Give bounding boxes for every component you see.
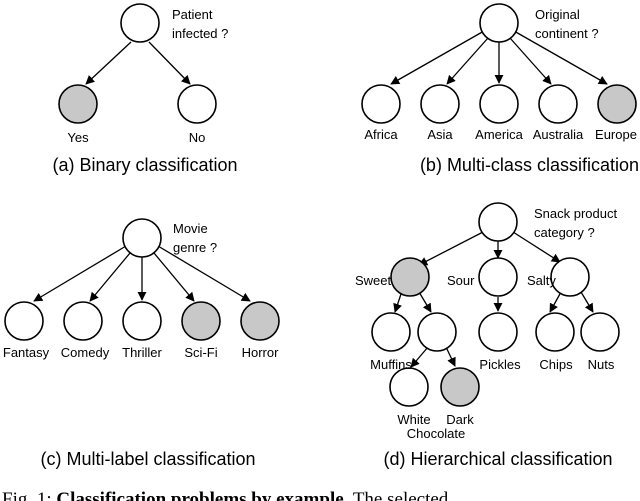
label-scifi: Sci-Fi: [184, 345, 217, 360]
panel-multilabel: Movie genre ? Fantasy Comedy Thriller Sc…: [3, 218, 280, 469]
label-europe: Europe: [595, 127, 637, 142]
label-pickles: Pickles: [479, 357, 521, 372]
question-line-2: infected ?: [172, 26, 228, 41]
question-line-1: Original: [535, 7, 580, 22]
edge-root-africa: [390, 30, 485, 85]
node-america: [479, 84, 519, 124]
label-horror: Horror: [242, 345, 280, 360]
label-nuts: Nuts: [588, 357, 615, 372]
label-america: America: [475, 127, 523, 142]
label-chocolate: Chocolate: [407, 426, 466, 441]
edge-root-australia: [509, 37, 552, 85]
panel-hierarchical: Snack product category ? Sweet Sour Salt…: [355, 202, 620, 469]
node-nuts: [580, 312, 620, 352]
node-comedy: [63, 301, 103, 341]
edge-chocolate-white: [410, 346, 429, 368]
caption-c: (c) Multi-label classification: [40, 449, 255, 469]
edge-salty-nuts: [580, 291, 594, 313]
node-horror: [240, 301, 280, 341]
label-dark: Dark: [446, 412, 474, 427]
edge-sweet-muffins: [393, 293, 402, 313]
caption-a: (a) Binary classification: [52, 155, 237, 175]
node-europe: [597, 84, 637, 124]
node-fantasy: [4, 301, 44, 341]
node-salty: [550, 257, 590, 297]
edge-salty-chips: [549, 291, 562, 313]
root-node: [122, 218, 162, 258]
node-pickles: [478, 312, 518, 352]
question-line-1: Patient: [172, 7, 213, 22]
edge-root-salty: [512, 231, 561, 263]
label-muffins: Muffins: [370, 357, 412, 372]
edge-root-yes: [85, 41, 132, 85]
edge-root-asia: [446, 37, 489, 85]
label-africa: Africa: [364, 127, 398, 142]
figure-caption: Fig. 1: Classification problems by examp…: [2, 489, 449, 501]
question-line-1: Movie: [173, 221, 208, 236]
edge-chocolate-dark: [445, 346, 456, 367]
node-thriller: [122, 301, 162, 341]
label-fantasy: Fantasy: [3, 345, 50, 360]
question-line-2: continent ?: [535, 26, 599, 41]
node-yes: [58, 84, 98, 124]
caption-b: (b) Multi-class classification: [420, 155, 639, 175]
panel-binary: Patient infected ? Yes No (a) Binary cla…: [52, 3, 238, 175]
label-comedy: Comedy: [61, 345, 110, 360]
edge-root-scifi: [153, 252, 195, 302]
node-sour: [478, 257, 518, 297]
panel-multiclass: Original continent ? Africa Asia America…: [361, 3, 639, 175]
edge-root-comedy: [89, 252, 131, 302]
node-scifi: [181, 301, 221, 341]
question-line-2: category ?: [534, 225, 595, 240]
node-sweet: [390, 257, 430, 297]
figure-caption-prefix: Fig. 1:: [2, 489, 56, 501]
node-no: [177, 84, 217, 124]
root-node: [479, 3, 519, 43]
question-line-1: Snack product: [534, 206, 617, 221]
figure-caption-title: Classification problems by example.: [56, 489, 348, 501]
node-africa: [361, 84, 401, 124]
node-muffins: [371, 312, 411, 352]
figure-caption-rest: The selected: [348, 489, 448, 501]
node-white: [389, 367, 429, 407]
edge-root-fantasy: [33, 245, 127, 302]
edge-root-no: [148, 41, 191, 85]
label-no: No: [189, 130, 206, 145]
node-dark: [440, 367, 480, 407]
label-sweet: Sweet: [355, 273, 392, 288]
label-sour: Sour: [447, 273, 475, 288]
node-asia: [420, 84, 460, 124]
question-line-2: genre ?: [173, 240, 217, 255]
node-chips: [535, 312, 575, 352]
edge-root-horror: [157, 245, 251, 302]
label-chips: Chips: [539, 357, 573, 372]
root-node: [478, 202, 518, 242]
node-australia: [538, 84, 578, 124]
root-node: [120, 3, 160, 43]
caption-d: (d) Hierarchical classification: [383, 449, 612, 469]
edge-sweet-chocolate: [418, 291, 432, 313]
label-australia: Australia: [533, 127, 584, 142]
edge-root-sweet: [418, 231, 484, 266]
label-asia: Asia: [427, 127, 453, 142]
label-thriller: Thriller: [122, 345, 162, 360]
label-salty: Salty: [527, 273, 556, 288]
edge-root-europe: [513, 30, 608, 85]
label-white: White: [397, 412, 430, 427]
label-yes: Yes: [67, 130, 89, 145]
node-chocolate: [417, 312, 457, 352]
